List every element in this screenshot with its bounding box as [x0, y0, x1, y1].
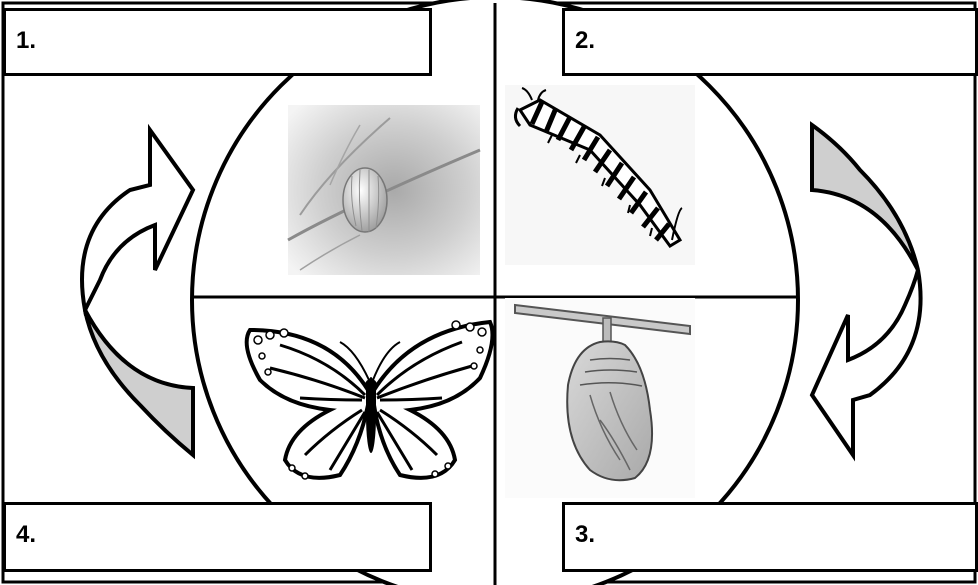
caterpillar-image	[505, 85, 695, 265]
stage-3-label-box[interactable]: 3.	[562, 502, 978, 572]
stage-3-number: 3.	[575, 521, 595, 549]
stage-2-label-box[interactable]: 2.	[562, 8, 978, 76]
stage-2-number: 2.	[575, 27, 595, 55]
stage-4-label-box[interactable]: 4.	[3, 502, 432, 572]
stage-4-number: 4.	[16, 521, 36, 549]
stage-1-label-box[interactable]: 1.	[3, 8, 432, 76]
egg-on-leaf-image	[288, 105, 480, 275]
stage-1-number: 1.	[16, 27, 36, 55]
chrysalis-image	[505, 298, 695, 498]
